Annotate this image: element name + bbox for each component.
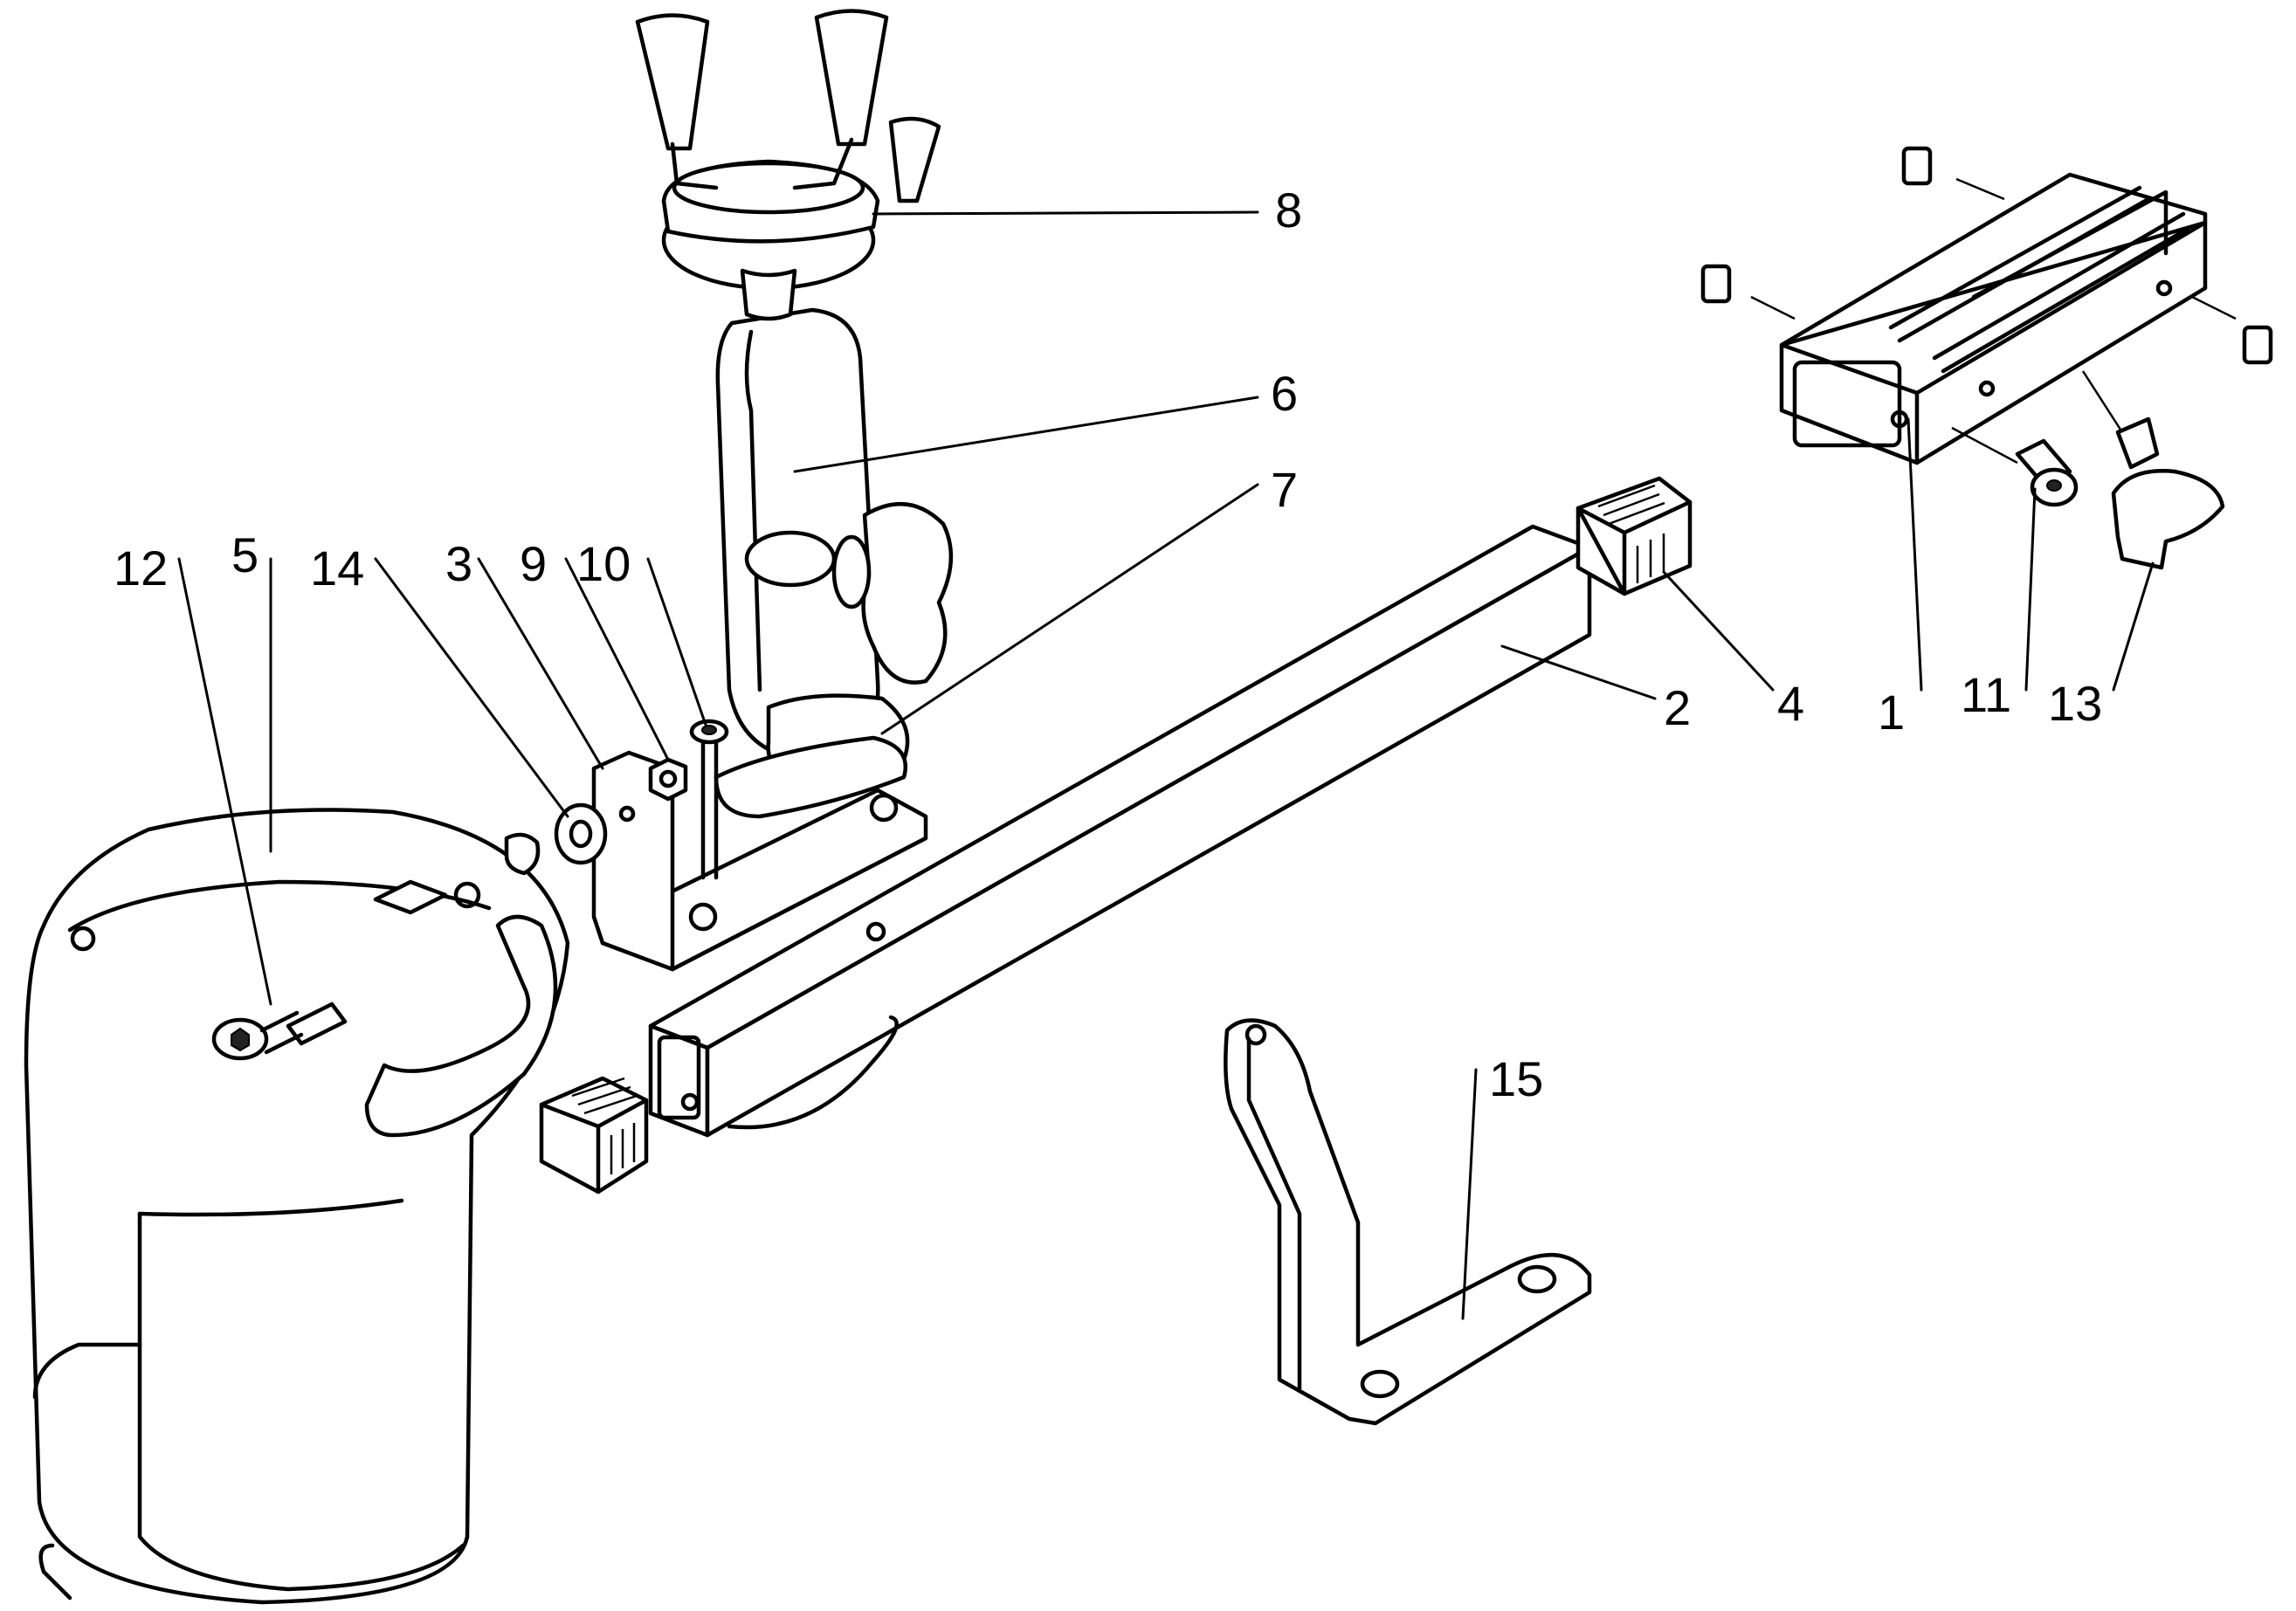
part-12-cap-screw bbox=[211, 1002, 348, 1061]
part-2-square-tube bbox=[648, 524, 1592, 1138]
part-14-washer bbox=[554, 802, 608, 865]
part-8-phone-cradle bbox=[635, 9, 941, 321]
leader-lines bbox=[177, 210, 2155, 1320]
part-13-knob bbox=[2081, 370, 2225, 570]
part-4-end-cap-right bbox=[1575, 476, 1693, 596]
part-15-z-bracket bbox=[1224, 1018, 1592, 1426]
callout-14: 14 bbox=[310, 540, 364, 596]
callout-2: 2 bbox=[1664, 680, 1691, 735]
part-3-mounting-bracket bbox=[591, 750, 928, 972]
part-7-ball-base bbox=[714, 735, 907, 819]
part-6-double-socket-arm bbox=[715, 307, 954, 788]
callout-12: 12 bbox=[114, 540, 168, 596]
callout-1: 1 bbox=[1878, 685, 1905, 740]
callout-9: 9 bbox=[520, 536, 547, 591]
callout-10: 10 bbox=[576, 536, 631, 591]
callout-labels: 8 6 7 2 4 1 11 13 12 5 14 3 9 10 15 bbox=[114, 182, 2102, 1106]
callout-13: 13 bbox=[2048, 676, 2102, 731]
callout-5: 5 bbox=[231, 527, 259, 582]
callout-3: 3 bbox=[445, 536, 472, 591]
callout-11: 11 bbox=[1961, 667, 2011, 722]
part-4-end-cap-left bbox=[539, 1076, 649, 1194]
callout-8: 8 bbox=[1275, 182, 1302, 238]
part-1-cap-screws bbox=[1700, 146, 2273, 365]
part-10-bolt bbox=[689, 719, 729, 880]
part-11-set-screw bbox=[1951, 426, 2079, 507]
part-1-slide-clamp bbox=[1779, 172, 2208, 465]
callout-7: 7 bbox=[1271, 462, 1298, 517]
part-5-cup-holder bbox=[24, 808, 570, 1605]
callout-15: 15 bbox=[1489, 1051, 1543, 1106]
callout-4: 4 bbox=[1777, 676, 1804, 731]
part-9-nut bbox=[648, 757, 688, 802]
callout-6: 6 bbox=[1271, 366, 1298, 421]
